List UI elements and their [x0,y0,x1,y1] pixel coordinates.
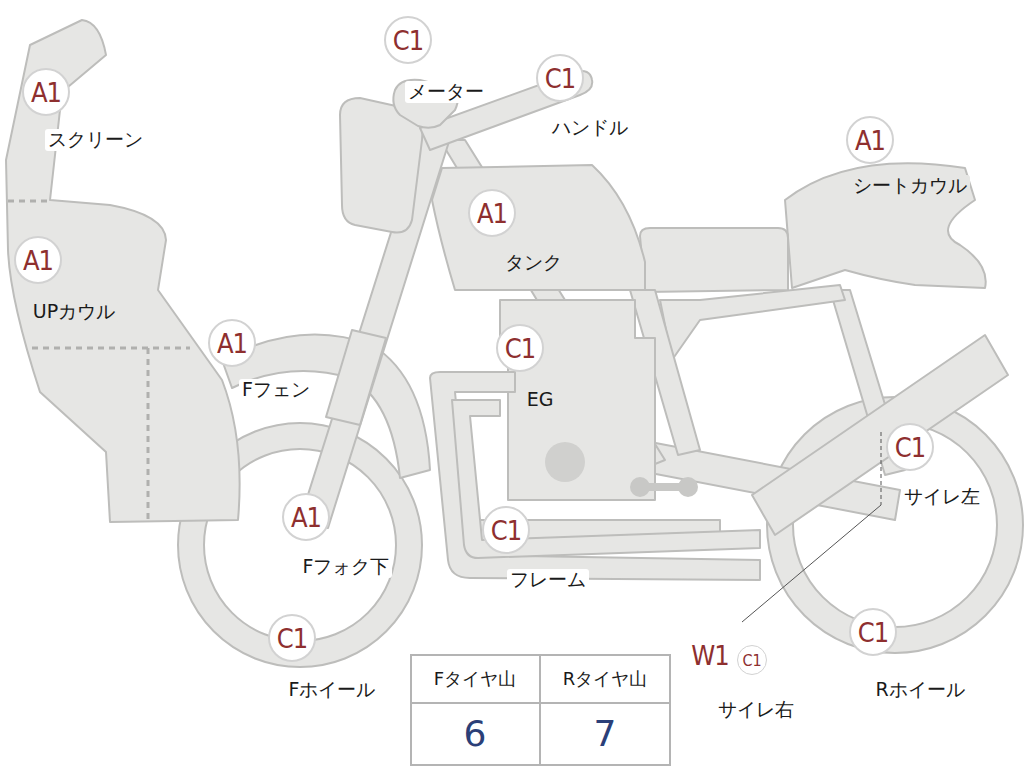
illustration-part [752,335,1008,535]
part-name: サイレ左 [901,486,983,508]
illustration-part [6,20,240,522]
part-name: Fフォク下 [300,556,393,578]
callout-number: C1 [268,614,316,662]
table-value: 6 [464,713,487,754]
part-name: シートカウル [850,175,970,197]
part-name: Fフェン [239,379,313,401]
illustration-part [147,348,150,520]
callout-number: C1 [886,423,934,471]
part-name: EG [524,389,557,411]
callout-number: A1 [468,189,516,237]
illustration-part [411,655,670,765]
illustration-part [742,505,881,622]
illustration-part [640,228,788,292]
illustration-part [452,400,760,558]
illustration-part [678,477,698,497]
callout-number: W1 [686,631,734,679]
part-name: フレーム [507,569,589,591]
callout-number: C1 [482,506,530,554]
illustration-part [432,165,645,290]
illustration-part [8,201,190,520]
illustration-part [881,432,882,505]
illustration-part [767,397,1023,653]
illustration-part [411,655,670,765]
illustration-part [630,477,650,497]
illustration-part [32,347,190,350]
part-name: ハンドル [549,117,631,139]
callout-number: C1 [737,645,767,675]
part-name: Rホイール [872,679,967,701]
part-name: サイレ右 [715,699,797,721]
illustration-part [411,655,670,765]
table-header: Rタイヤ山 [563,667,648,691]
table-value: 7 [594,713,617,754]
illustration-part [742,432,881,622]
illustration-part [660,285,845,360]
callout-number: C1 [384,16,432,64]
callout-number: C1 [536,54,584,102]
table-header: Fタイヤ山 [434,667,516,691]
illustration-part [430,372,760,580]
illustration-part [785,163,986,288]
callout-number: A1 [846,116,894,164]
part-name: UPカウル [30,301,118,323]
part-name: メーター [405,81,487,103]
illustration-part [545,442,585,482]
part-name: タンク [502,252,565,274]
callout-number: C1 [496,324,544,372]
callout-number: A1 [22,68,70,116]
illustration-part [326,330,386,425]
part-name: Fホイール [286,679,379,701]
part-name: スクリーン [45,129,146,151]
callout-number: A1 [14,236,62,284]
callout-number: A1 [282,493,330,541]
illustration-part [8,200,50,203]
illustration-part [6,20,1023,667]
callout-number: C1 [849,608,897,656]
callout-number: A1 [208,319,256,367]
